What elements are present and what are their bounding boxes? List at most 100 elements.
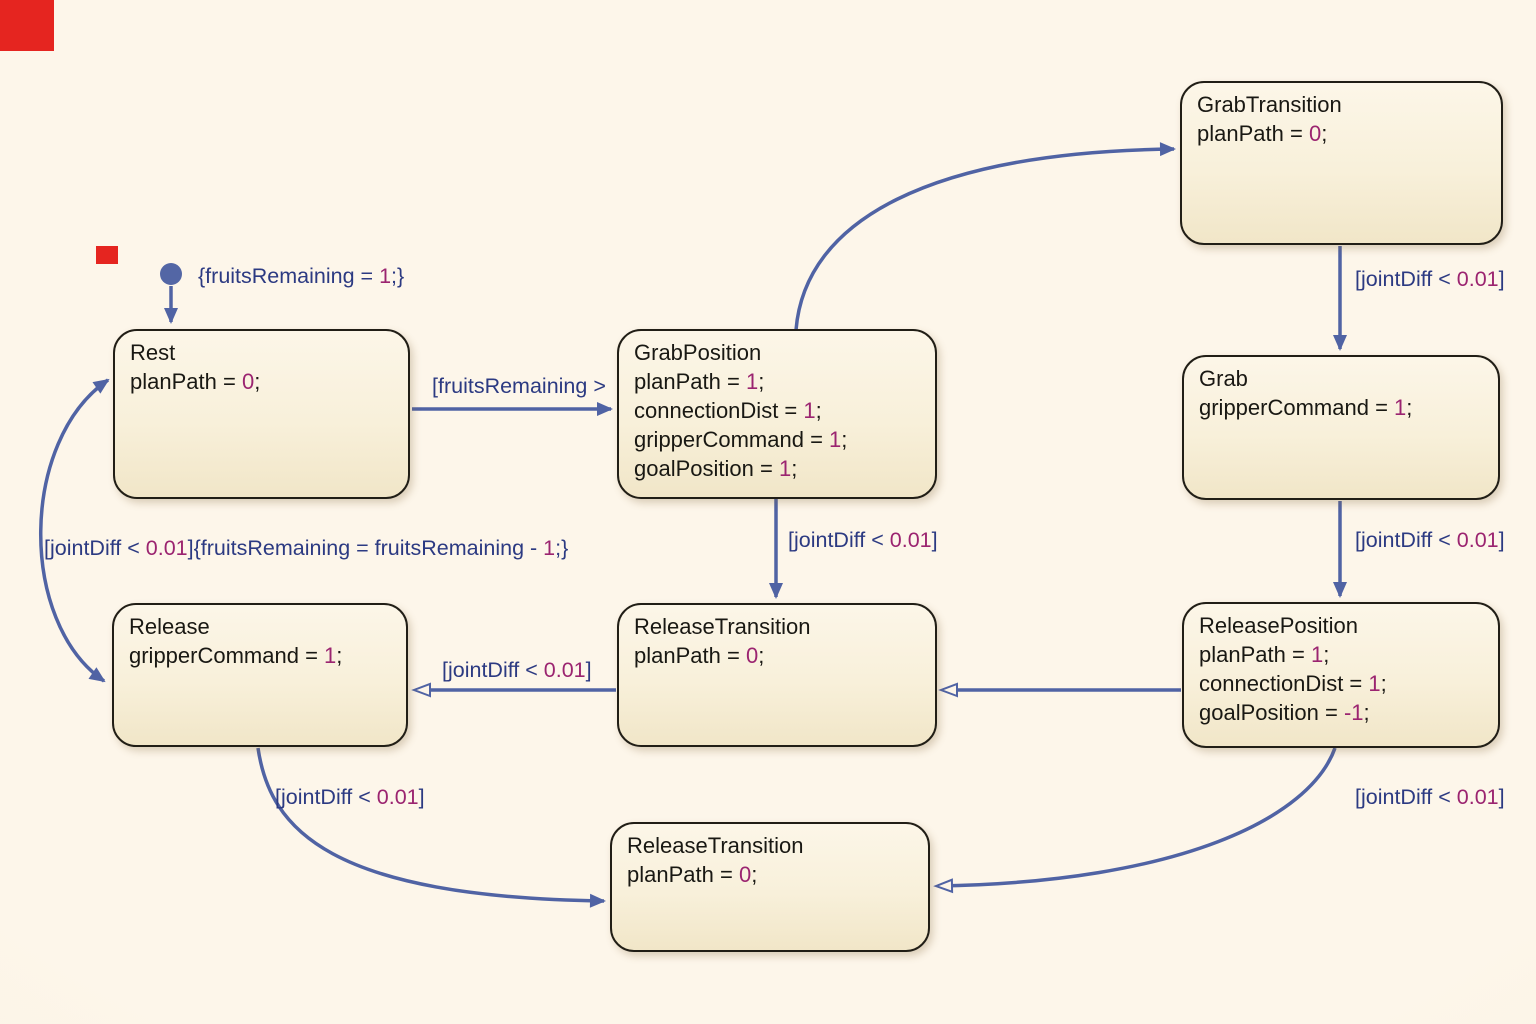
label-text: [jointDiff < bbox=[1355, 785, 1457, 809]
state-title: Rest bbox=[130, 340, 176, 365]
code-text: planPath = bbox=[634, 643, 746, 668]
label-value: 1 bbox=[379, 264, 392, 288]
label-text: ;} bbox=[391, 264, 405, 288]
label-text: ] bbox=[1498, 528, 1505, 552]
state-releasetransition-mid[interactable]: ReleaseTransition planPath = 0; bbox=[617, 603, 937, 747]
code-value: -1 bbox=[1343, 700, 1364, 725]
state-title: Grab bbox=[1199, 366, 1248, 391]
code-text: planPath = bbox=[634, 369, 746, 394]
transition-releaseposition-to-releasetransition-bottom[interactable] bbox=[933, 747, 1337, 894]
label-text: ] bbox=[1498, 785, 1505, 809]
state-code-line: connectionDist = 1; bbox=[634, 396, 920, 425]
code-text: connectionDist = bbox=[634, 398, 804, 423]
code-end: ; bbox=[751, 862, 758, 887]
code-end: ; bbox=[1406, 395, 1413, 420]
code-value: 0 bbox=[745, 643, 759, 668]
label-text: [jointDiff < bbox=[1355, 528, 1457, 552]
label-text: ;} bbox=[555, 536, 569, 560]
code-value: 1 bbox=[745, 369, 759, 394]
label-value: 0.01 bbox=[1456, 528, 1499, 552]
state-code-line: gripperCommand = 1; bbox=[634, 425, 920, 454]
state-releasetransition-bottom[interactable]: ReleaseTransition planPath = 0; bbox=[610, 822, 930, 952]
code-end: ; bbox=[758, 643, 765, 668]
transition-label-rest-to-grabposition[interactable]: [fruitsRemaining > bbox=[432, 373, 606, 399]
code-text: planPath = bbox=[1199, 642, 1311, 667]
transition-label-grabposition-to-releasetransition[interactable]: [jointDiff < 0.01] bbox=[788, 527, 938, 553]
label-value: 1 bbox=[543, 536, 556, 560]
state-title: GrabTransition bbox=[1197, 92, 1342, 117]
state-code-line: planPath = 0; bbox=[130, 367, 393, 396]
transition-label-grab-to-releaseposition[interactable]: [jointDiff < 0.01] bbox=[1355, 527, 1505, 553]
label-text: ] bbox=[1498, 267, 1505, 291]
label-text: ] bbox=[931, 528, 938, 552]
code-end: ; bbox=[758, 369, 765, 394]
label-text: [jointDiff < bbox=[442, 658, 544, 682]
code-value: 1 bbox=[1310, 642, 1324, 667]
code-value: 1 bbox=[1394, 395, 1407, 420]
code-end: ; bbox=[815, 398, 822, 423]
state-title: Release bbox=[129, 614, 210, 639]
state-code-line: goalPosition = 1; bbox=[634, 454, 920, 483]
state-code-line: planPath = 0; bbox=[1197, 119, 1486, 148]
state-releaseposition[interactable]: ReleasePosition planPath = 1; connection… bbox=[1182, 602, 1500, 748]
state-release[interactable]: Release gripperCommand = 1; bbox=[112, 603, 408, 747]
code-end: ; bbox=[1323, 642, 1330, 667]
transition-label-grabtransition-to-grab[interactable]: [jointDiff < 0.01] bbox=[1355, 266, 1505, 292]
label-text: [jointDiff < bbox=[1355, 267, 1457, 291]
state-code-line: connectionDist = 1; bbox=[1199, 669, 1483, 698]
state-title: ReleaseTransition bbox=[634, 614, 811, 639]
code-text: planPath = bbox=[1197, 121, 1309, 146]
code-value: 1 bbox=[778, 456, 792, 481]
transition-label-release-to-rest[interactable]: [jointDiff < 0.01]{fruitsRemaining = fru… bbox=[44, 535, 568, 561]
state-code-line: planPath = 0; bbox=[634, 641, 920, 670]
state-code-line: planPath = 0; bbox=[627, 860, 913, 889]
code-text: connectionDist = bbox=[1199, 671, 1369, 696]
label-text: [jointDiff < bbox=[788, 528, 890, 552]
code-text: planPath = bbox=[130, 369, 242, 394]
transition-label-releaseposition-to-releasetransition-bottom[interactable]: [jointDiff < 0.01] bbox=[1355, 784, 1505, 810]
code-text: goalPosition = bbox=[634, 456, 779, 481]
code-value: 1 bbox=[829, 427, 842, 452]
code-value: 1 bbox=[324, 643, 337, 668]
state-code-line: goalPosition = -1; bbox=[1199, 698, 1483, 727]
state-code-line: planPath = 1; bbox=[634, 367, 920, 396]
transition-grabposition-to-grabtransition[interactable] bbox=[794, 142, 1176, 331]
code-end: ; bbox=[336, 643, 343, 668]
code-end: ; bbox=[1363, 700, 1370, 725]
state-code-line: gripperCommand = 1; bbox=[129, 641, 391, 670]
code-end: ; bbox=[254, 369, 261, 394]
state-title: ReleasePosition bbox=[1199, 613, 1358, 638]
label-text: ]{fruitsRemaining = fruitsRemaining - bbox=[187, 536, 544, 560]
label-value: 0.01 bbox=[145, 536, 188, 560]
state-grab[interactable]: Grab gripperCommand = 1; bbox=[1182, 355, 1500, 500]
code-text: goalPosition = bbox=[1199, 700, 1344, 725]
state-grabtransition[interactable]: GrabTransition planPath = 0; bbox=[1180, 81, 1503, 245]
label-value: 0.01 bbox=[1456, 267, 1499, 291]
code-value: 1 bbox=[803, 398, 816, 423]
code-end: ; bbox=[1380, 671, 1387, 696]
state-rest[interactable]: Rest planPath = 0; bbox=[113, 329, 410, 499]
label-text: ] bbox=[418, 785, 425, 809]
code-value: 0 bbox=[738, 862, 752, 887]
code-text: gripperCommand = bbox=[1199, 395, 1395, 420]
label-value: 0.01 bbox=[376, 785, 419, 809]
initial-state-dot[interactable] bbox=[160, 263, 182, 285]
state-title: ReleaseTransition bbox=[627, 833, 804, 858]
label-text: {fruitsRemaining = bbox=[198, 264, 380, 288]
label-text: [jointDiff < bbox=[44, 536, 146, 560]
transition-release-to-rest[interactable] bbox=[39, 378, 110, 683]
transition-release-to-releasetransition-bottom[interactable] bbox=[256, 747, 606, 908]
code-text: gripperCommand = bbox=[634, 427, 830, 452]
transition-label-initial[interactable]: {fruitsRemaining = 1;} bbox=[198, 263, 404, 289]
code-value: 0 bbox=[1308, 121, 1322, 146]
label-text: ] bbox=[585, 658, 592, 682]
red-artifact-mark bbox=[96, 246, 118, 264]
code-end: ; bbox=[841, 427, 848, 452]
code-value: 0 bbox=[241, 369, 255, 394]
state-title: GrabPosition bbox=[634, 340, 762, 365]
transition-label-releasetransition-to-release[interactable]: [jointDiff < 0.01] bbox=[442, 657, 592, 683]
transition-label-release-to-releasetransition-bottom[interactable]: [jointDiff < 0.01] bbox=[275, 784, 425, 810]
state-grabposition[interactable]: GrabPosition planPath = 1; connectionDis… bbox=[617, 329, 937, 499]
